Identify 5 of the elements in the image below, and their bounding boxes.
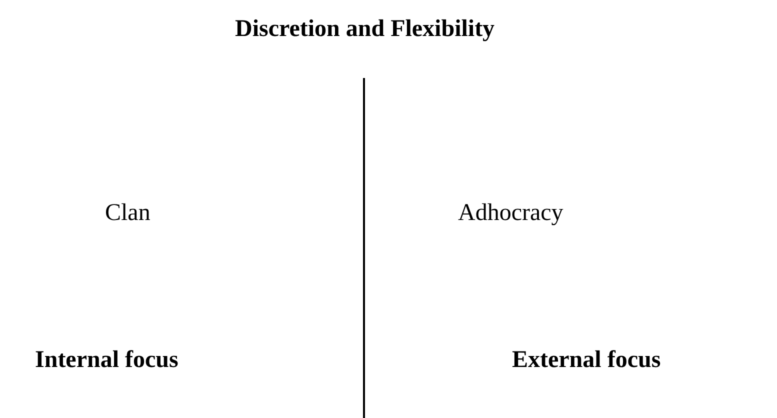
quadrant-label: Adhocracy [458, 200, 564, 227]
axis-label: External focus [512, 347, 661, 374]
axis-label: Discretion and Flexibility [235, 16, 495, 43]
axis-label: Internal focus [35, 347, 178, 374]
quadrant-label: Clan [105, 200, 150, 227]
